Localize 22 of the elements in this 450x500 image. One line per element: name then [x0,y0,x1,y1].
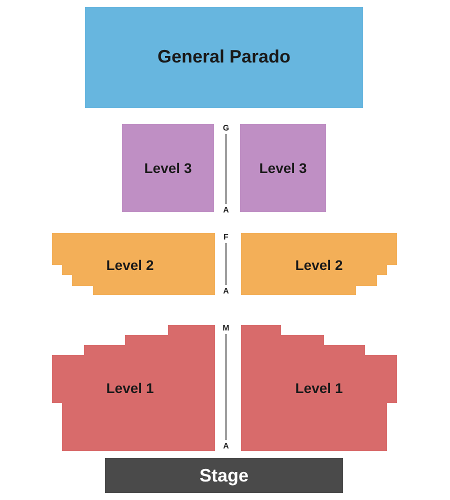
seating-section [52,325,215,451]
row-letter: A [223,206,229,214]
seating-section [240,124,326,212]
section-label: Level 3 [259,160,307,176]
row-letter: G [222,124,230,132]
row-letter: A [223,286,229,296]
section-label: Level 2 [295,257,343,273]
seating-section [241,233,397,295]
section-label: Level 1 [295,380,343,396]
section-label: Level 2 [106,257,154,273]
row-letter: F [224,232,228,242]
stage-label: Stage [199,466,249,486]
seating-section [85,7,363,108]
section-label: General Parado [157,46,291,68]
section-label: Level 1 [106,380,154,396]
row-letter: A [223,442,229,450]
stage-block [105,458,343,493]
section-label: Level 3 [144,160,192,176]
seating-section [52,233,215,295]
seating-section [122,124,214,212]
seating-section [241,325,397,451]
row-letter: M [222,324,230,332]
